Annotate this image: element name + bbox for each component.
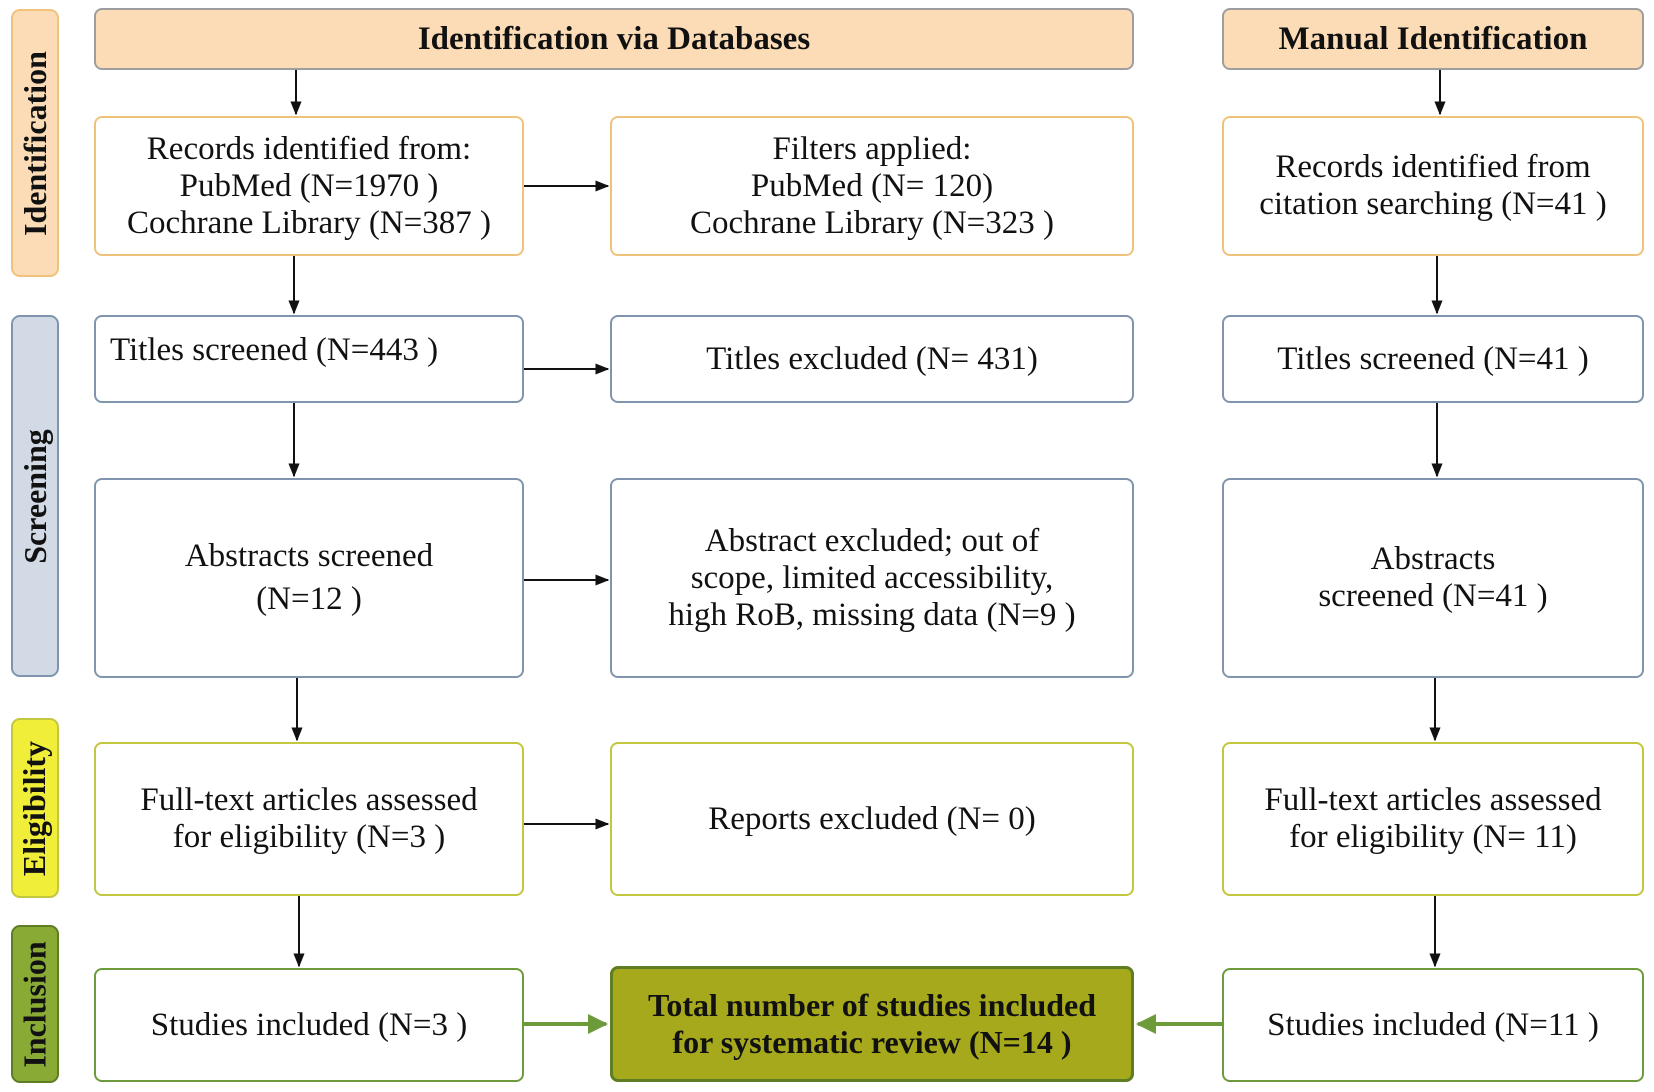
phase-identification: Identification [11, 9, 59, 277]
db-filters-line-3: Cochrane Library (N=323 ) [689, 204, 1055, 241]
manual-abstracts-screened-line-2: screened (N=41 ) [1318, 578, 1548, 614]
manual-included-box: Studies included (N=11 ) [1222, 968, 1644, 1082]
db-titles-screened-label: Titles screened (N=443 ) [110, 332, 439, 368]
phase-screening: Screening [11, 315, 59, 677]
db-included-box: Studies included (N=3 ) [94, 968, 524, 1082]
header-manual: Manual Identification [1222, 8, 1644, 70]
db-records-box: Records identified from: PubMed (N=1970 … [94, 116, 524, 256]
header-manual-label: Manual Identification [1278, 20, 1588, 57]
manual-records-box: Records identified from citation searchi… [1222, 116, 1644, 256]
db-records-line-2: PubMed (N=1970 ) [179, 167, 439, 204]
db-filters-line-2: PubMed (N= 120) [750, 167, 994, 204]
db-abstracts-excluded-line-3: high RoB, missing data (N=9 ) [668, 596, 1076, 633]
db-included-label: Studies included (N=3 ) [150, 1006, 468, 1043]
db-abstracts-excluded-line-1: Abstract excluded; out of [704, 522, 1040, 559]
db-abstracts-excluded-box: Abstract excluded; out of scope, limited… [610, 478, 1134, 678]
manual-titles-screened-label: Titles screened (N=41 ) [1277, 340, 1589, 377]
manual-fulltext-line-2: for eligibility (N= 11) [1289, 819, 1577, 855]
db-reports-excluded-label: Reports excluded (N= 0) [708, 800, 1036, 837]
db-titles-excluded-box: Titles excluded (N= 431) [610, 315, 1134, 403]
manual-abstracts-screened-box: Abstracts screened (N=41 ) [1222, 478, 1644, 678]
manual-fulltext-box: Full-text articles assessed for eligibil… [1222, 742, 1644, 896]
total-included-line-1: Total number of studies included [647, 987, 1097, 1023]
phase-eligibility: Eligibility [11, 718, 59, 898]
db-abstracts-screened-line-2: (N=12 ) [256, 581, 362, 617]
header-databases: Identification via Databases [94, 8, 1134, 70]
db-records-line-1: Records identified from: [146, 130, 472, 167]
db-reports-excluded-box: Reports excluded (N= 0) [610, 742, 1134, 896]
db-fulltext-line-1: Full-text articles assessed [140, 782, 478, 818]
manual-included-label: Studies included (N=11 ) [1267, 1006, 1599, 1043]
db-filters-box: Filters applied: PubMed (N= 120) Cochran… [610, 116, 1134, 256]
total-included-line-2: for systematic review (N=14 ) [672, 1024, 1072, 1060]
db-records-line-3: Cochrane Library (N=387 ) [126, 204, 492, 241]
db-abstracts-screened-box: Abstracts screened (N=12 ) [94, 478, 524, 678]
db-filters-line-1: Filters applied: [772, 130, 972, 167]
header-databases-label: Identification via Databases [417, 20, 811, 57]
db-fulltext-box: Full-text articles assessed for eligibil… [94, 742, 524, 896]
manual-titles-screened-box: Titles screened (N=41 ) [1222, 315, 1644, 403]
phase-inclusion: Inclusion [11, 925, 59, 1083]
total-included-box: Total number of studies included for sys… [610, 966, 1134, 1082]
db-titles-screened-box: Titles screened (N=443 ) [94, 315, 524, 403]
db-fulltext-line-2: for eligibility (N=3 ) [172, 819, 446, 855]
db-abstracts-screened-line-1: Abstracts screened [184, 538, 434, 574]
manual-records-line-2: citation searching (N=41 ) [1259, 186, 1607, 222]
manual-abstracts-screened-line-1: Abstracts [1370, 541, 1496, 577]
manual-fulltext-line-1: Full-text articles assessed [1264, 782, 1602, 818]
db-abstracts-excluded-line-2: scope, limited accessibility, [690, 559, 1054, 596]
manual-records-line-1: Records identified from [1275, 149, 1591, 185]
db-titles-excluded-label: Titles excluded (N= 431) [706, 340, 1038, 377]
